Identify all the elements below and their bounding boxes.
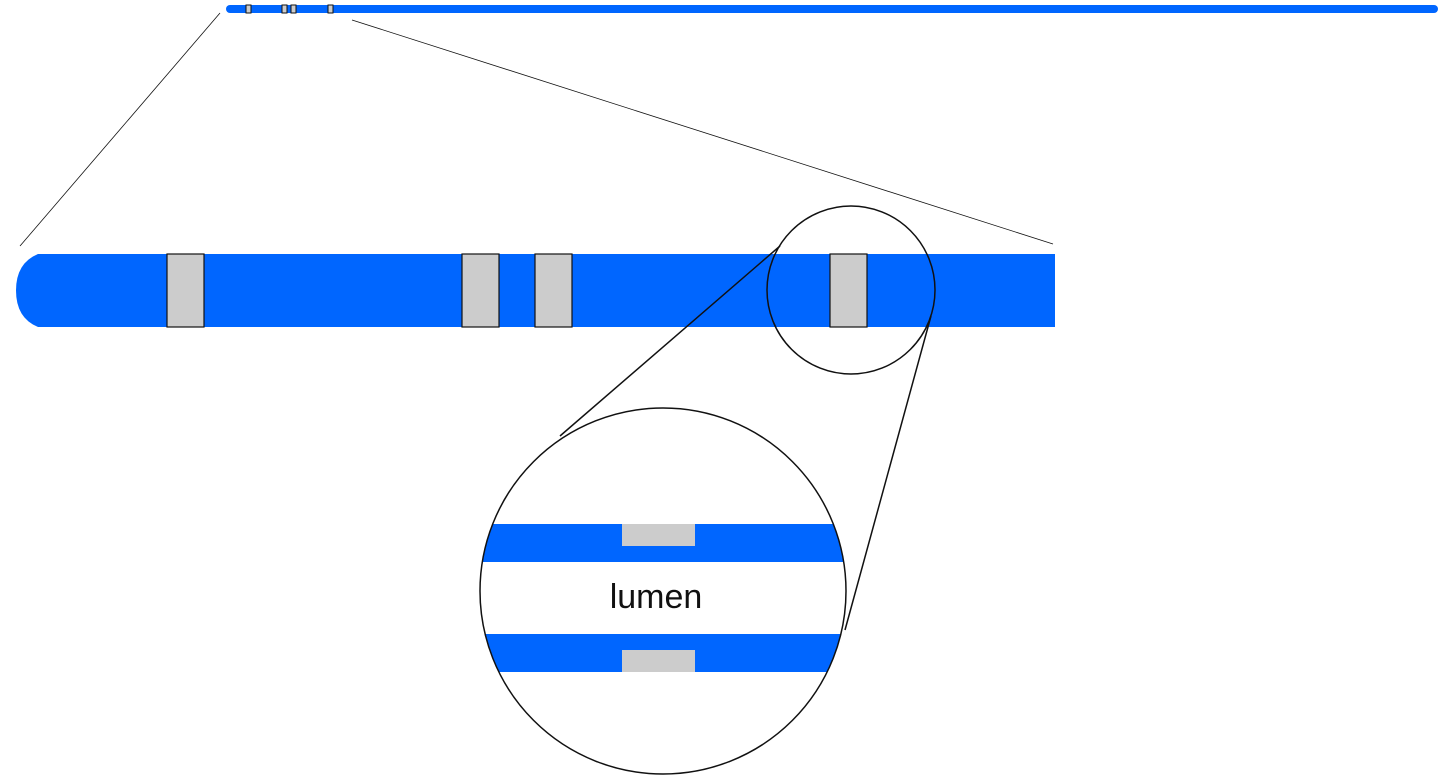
overview-band-3 [290,4,297,14]
enlarged-band-1 [166,253,205,328]
zoom-line-right [351,19,1054,245]
enlarged-tube-group [16,253,1055,328]
overview-tube [226,5,1438,13]
overview-band-2 [281,4,288,14]
highlight-circle [766,205,936,375]
overview-tube-group [226,4,1438,14]
magnifier-line-right [844,315,932,631]
overview-band-1 [245,4,252,14]
magnifier-group: lumen [479,407,847,775]
enlarged-band-3 [534,253,573,328]
enlarged-band-2 [461,253,500,328]
enlarged-band-4 [829,253,868,328]
upper-wall-band [622,524,695,546]
zoom-line-left [19,12,221,247]
overview-band-4 [327,4,334,14]
magnifier-line-left [559,245,781,437]
lumen-label: lumen [610,578,703,616]
lower-wall-band [622,650,695,672]
magnifier-background [480,408,846,774]
magnifier-circle [479,407,847,775]
